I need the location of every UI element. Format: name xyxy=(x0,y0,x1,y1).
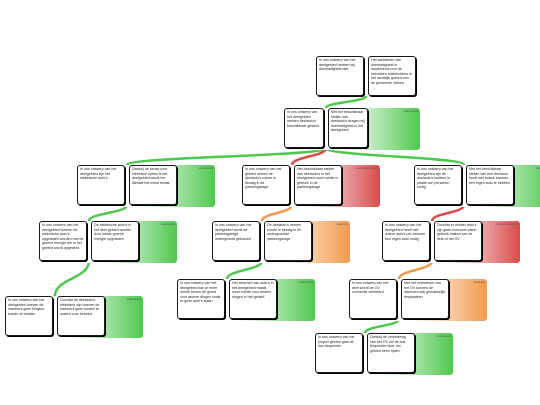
connector-top-n1 xyxy=(324,94,368,110)
claim-box: In ons ontwerp van het deelgebied hebben… xyxy=(316,56,364,96)
claim-box: In ons ontwerp van het deelgebied hoeven… xyxy=(5,296,53,336)
reason-box: Dankzij de keuze voor elektrisch opties … xyxy=(129,165,177,205)
connector-n2c-n3c xyxy=(430,204,466,222)
connector-n1-n2a xyxy=(125,146,328,167)
connector-n3a-n4a xyxy=(53,260,91,297)
reason-box: Doordat er minder auto's zijn gaan inwon… xyxy=(434,221,482,261)
status-tag: deels wijz xyxy=(473,281,485,284)
reason-box: Doordat de deelauto's elektrisch zijn ho… xyxy=(57,296,105,336)
reason-box: Het beschikbaar stellen van deelauto's i… xyxy=(294,165,342,205)
connector-n3c-n4c xyxy=(397,260,434,280)
reason-box: Dankzij de verbetering van het OV zal de… xyxy=(367,333,415,373)
argument-node[interactable]: In ons ontwerp van het project gebied ga… xyxy=(313,333,453,375)
claim-box: In ons ontwerp van het deelgebied kan je… xyxy=(177,279,225,319)
status-tag: deels wijz xyxy=(336,223,348,226)
reason-box: Met het beschikbaar stellen van deelauto… xyxy=(328,108,368,148)
reason-box: De elektrische auto's in het deel gebied… xyxy=(91,221,139,261)
argument-node[interactable]: In ons ontwerp van het deelgebied zijn d… xyxy=(412,165,540,207)
argument-node[interactable]: In ons ontwerp van het deelgebied werden… xyxy=(282,108,420,150)
claim-box: In ons ontwerp van het deelgebied zijn d… xyxy=(414,165,462,205)
claim-box: In ons ontwerp van het project gebied ga… xyxy=(315,333,363,373)
reason-box: De deelauto's nemen ruimte in beslag in … xyxy=(264,221,312,261)
argument-node[interactable]: In ons ontwerp van het deelgebied wordt … xyxy=(210,221,350,263)
argument-node[interactable]: In ons ontwerp van het deelgebied kunnen… xyxy=(37,221,177,263)
claim-box: In ons ontwerp van het deelgebied heeft … xyxy=(382,221,430,261)
status-tag: onderbouwd ingaan xyxy=(495,223,518,226)
claim-box: In ons ontwerp van het deel wordt de OV … xyxy=(349,279,397,319)
reason-box: Met het verbeteren van het OV kunnen de … xyxy=(401,279,449,319)
status-tag: onderbouwd xyxy=(298,281,313,284)
status-tag: onderbouwd xyxy=(160,223,175,226)
reason-box: Met het beschikbaar stellen van een deel… xyxy=(466,165,514,205)
connector-n4c-n5 xyxy=(363,318,401,334)
status-tag: onderbouwd xyxy=(535,167,540,170)
argument-node[interactable]: In ons ontwerp van het deelgebied hoeven… xyxy=(3,296,143,338)
argument-node[interactable]: In ons ontwerp van het deelgebied zijn h… xyxy=(75,165,215,207)
connector-n2a-n3a xyxy=(87,204,129,222)
status-tag: onderbouwd xyxy=(403,110,418,113)
status-tag: onderbouwd xyxy=(198,167,213,170)
status-tag: onderbouwd ingaan xyxy=(355,167,378,170)
status-tag: onderbouwd xyxy=(126,298,141,301)
argument-node[interactable]: In ons ontwerp van het deel wordt de OV … xyxy=(347,279,487,321)
reason-box: Het aanbieden van doelmatigheid is inspi… xyxy=(368,56,416,96)
claim-box: In ons ontwerp van het deelgebied werden… xyxy=(284,108,324,148)
status-tag: onderbouwd xyxy=(436,335,451,338)
claim-box: In ons ontwerp van het gebied nemen de d… xyxy=(242,165,290,205)
argument-node[interactable]: In ons ontwerp van het deelgebied hebben… xyxy=(314,56,474,98)
claim-box: In ons ontwerp van het deelgebied wordt … xyxy=(212,221,260,261)
argument-node[interactable]: In ons ontwerp van het deelgebied heeft … xyxy=(380,221,520,263)
connector-n3b-n4b xyxy=(225,260,264,280)
claim-box: In ons ontwerp van het deelgebied kunnen… xyxy=(39,221,87,261)
connector-n1-n2c xyxy=(324,146,466,167)
claim-box: In ons ontwerp van het deelgebied zijn h… xyxy=(77,165,125,205)
argument-node[interactable]: In ons ontwerp van het gebied nemen de d… xyxy=(240,165,380,207)
reason-box: Het afnemen van auto's in het deelgebied… xyxy=(229,279,277,319)
argument-node[interactable]: In ons ontwerp van het deelgebied kan je… xyxy=(175,279,315,321)
connector-n2b-n3b xyxy=(260,204,294,222)
